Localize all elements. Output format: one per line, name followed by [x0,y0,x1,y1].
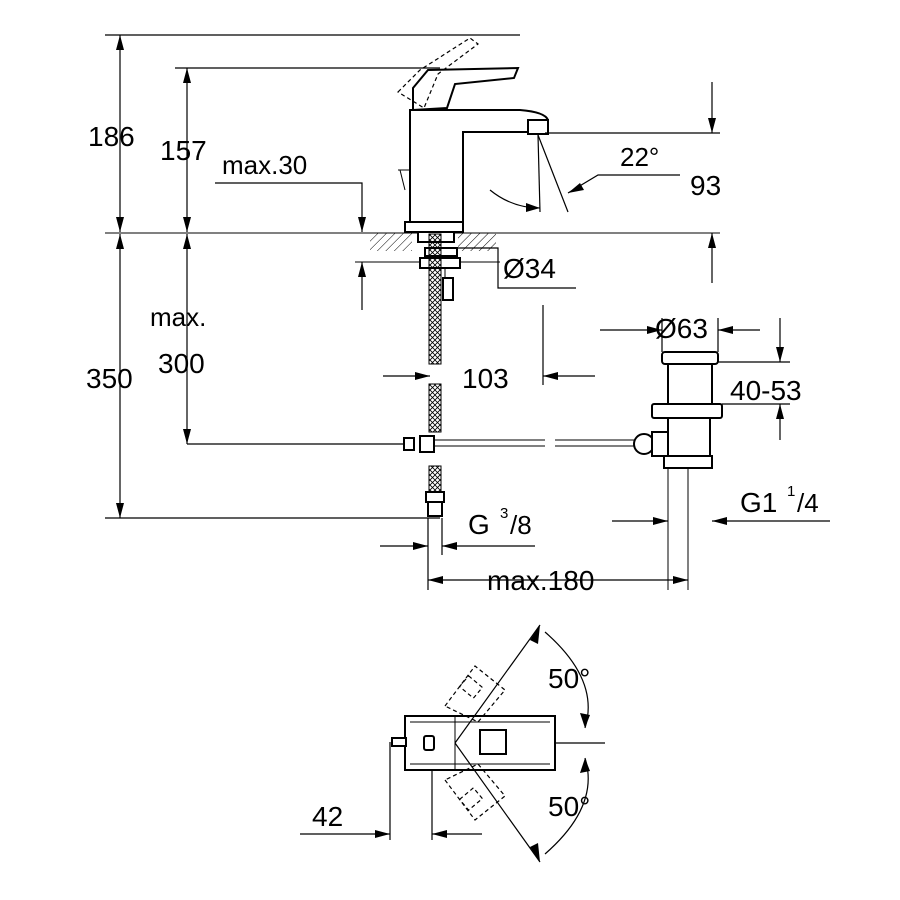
dim-40-53-label: 40-53 [730,375,802,406]
dim-186-label: 186 [88,121,135,152]
supply-thread-den: /8 [510,510,532,540]
dim-22deg-label: 22° [620,142,659,172]
dim-max30-label: max.30 [222,150,307,180]
top-view [300,624,605,863]
countertop-hatch-left [370,233,412,251]
dim-42-label: 42 [312,801,343,832]
dim-g-3-8-label: G 3 /8 [468,505,532,540]
dim-50deg-bottom-label: 50° [548,791,590,822]
pop-up-rod [403,435,640,453]
dim-50deg-top-label: 50° [548,663,590,694]
supply-hose [425,233,445,517]
waste-valve [633,351,723,590]
dim-max180-label: max.180 [487,565,594,596]
dim-g1-1-4-label: G1 1 /4 [740,483,819,518]
dim-300-label: 300 [158,348,205,379]
waste-thread-base: G1 [740,487,777,518]
dim-max-label: max. [150,302,206,332]
waste-thread-den: /4 [797,488,819,518]
supply-thread-num: 3 [500,505,508,522]
dim-dia34-label: Ø34 [503,253,556,284]
dim-157-label: 157 [160,135,207,166]
waste-thread-num: 1 [787,483,795,500]
side-view [105,34,830,590]
dim-350-label: 350 [86,363,133,394]
countertop-hatch-right [458,233,496,251]
dim-93-label: 93 [690,170,721,201]
dim-dia63-label: Ø63 [655,313,708,344]
dim-103-label: 103 [462,363,509,394]
supply-thread-base: G [468,509,490,540]
